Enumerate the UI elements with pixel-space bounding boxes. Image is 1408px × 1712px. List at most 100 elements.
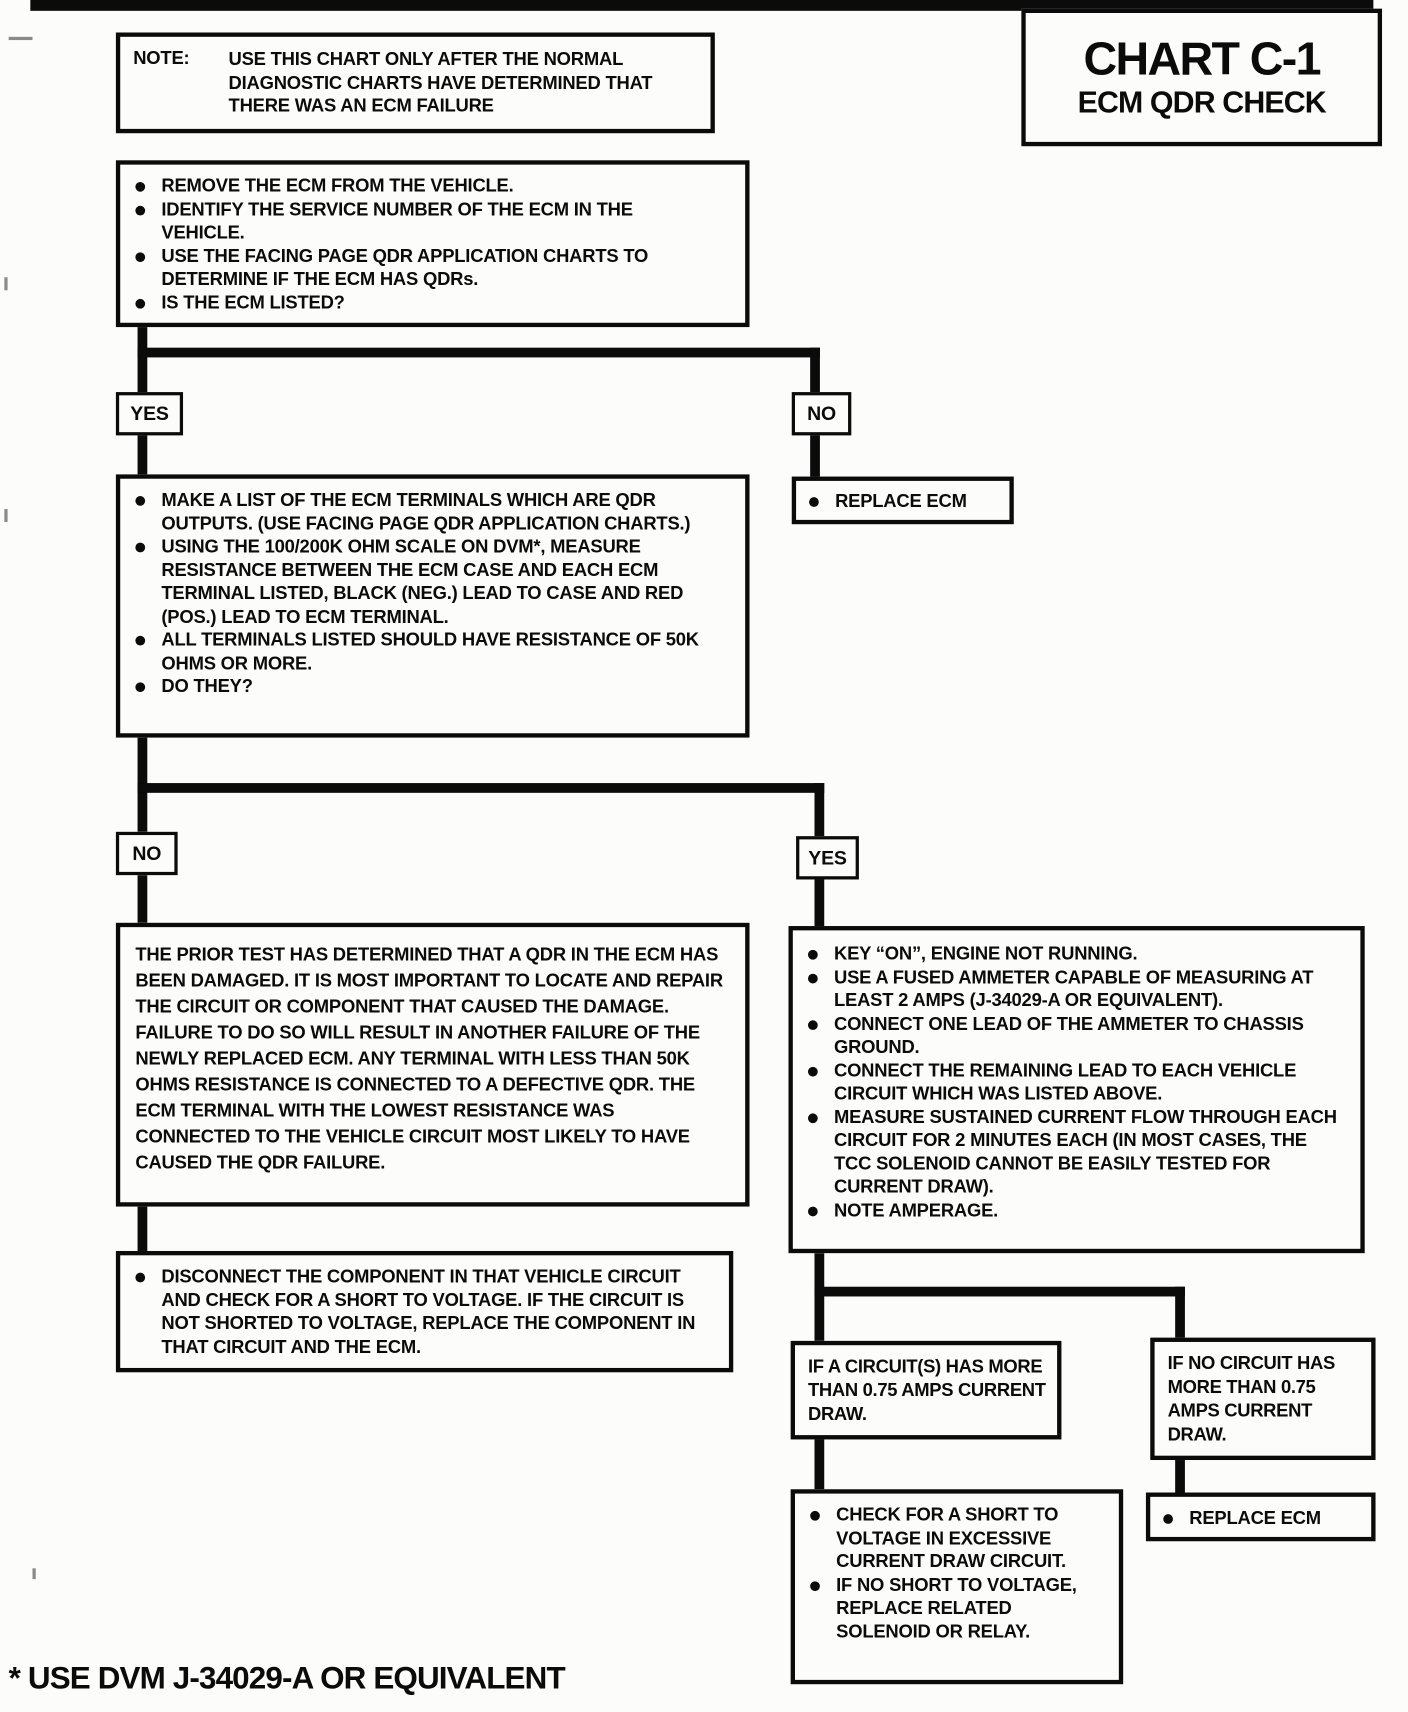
- current-draw-test-box: KEY “ON”, ENGINE NOT RUNNING. USE A FUSE…: [788, 926, 1365, 1254]
- condition-over-075-text: IF A CIRCUIT(S) HAS MORE THAN 0.75 AMPS …: [807, 1356, 1046, 1425]
- branch1-yes-label: YES: [130, 402, 169, 425]
- disconnect-component-box: DISCONNECT THE COMPONENT IN THAT VEHICLE…: [115, 1250, 734, 1373]
- bullet-icon: [135, 205, 146, 215]
- branch2-yes-label: YES: [808, 846, 847, 869]
- bullet-text: IF NO SHORT TO VOLTAGE, REPLACE RELATED …: [836, 1574, 1077, 1642]
- scan-artifact: [4, 509, 8, 523]
- connector-line: [814, 1286, 825, 1341]
- connector-line: [1175, 1456, 1185, 1493]
- bullet-icon: [135, 682, 146, 693]
- branch1-no-box: NO: [791, 392, 852, 436]
- connector-line: [814, 783, 825, 837]
- bullet-text: USING THE 100/200K OHM SCALE ON DVM*, ME…: [161, 536, 684, 627]
- branch2-no-box: NO: [115, 831, 178, 876]
- footnote: * USE DVM J-34029-A OR EQUIVALENT: [8, 1661, 566, 1697]
- bullet-item: IF NO SHORT TO VOLTAGE, REPLACE RELATED …: [810, 1573, 1088, 1643]
- connector-line: [810, 347, 820, 393]
- bullet-item: KEY “ON”, ENGINE NOT RUNNING.: [807, 942, 1347, 965]
- bullet-text: KEY “ON”, ENGINE NOT RUNNING.: [833, 943, 1138, 964]
- bullet-icon: [1163, 1514, 1173, 1524]
- connector-line: [137, 435, 148, 475]
- bullet-item: USING THE 100/200K OHM SCALE ON DVM*, ME…: [135, 535, 714, 628]
- branch2-no-label: NO: [132, 842, 162, 864]
- bullet-text: REMOVE THE ECM FROM THE VEHICLE.: [161, 175, 514, 197]
- bullet-icon: [135, 181, 146, 192]
- connector-line: [814, 879, 825, 927]
- bullet-item: IS THE ECM LISTED?: [135, 291, 714, 314]
- note-text: USE THIS CHART ONLY AFTER THE NORMAL DIA…: [228, 48, 653, 116]
- qdr-damaged-box: THE PRIOR TEST HAS DETERMINED THAT A QDR…: [115, 922, 750, 1207]
- bullet-text: MAKE A LIST OF THE ECM TERMINALS WHICH A…: [161, 489, 691, 534]
- bullet-text: REPLACE ECM: [835, 490, 967, 512]
- bullet-icon: [135, 298, 146, 309]
- bullet-text: NOTE AMPERAGE.: [833, 1199, 999, 1221]
- condition-over-075-box: IF A CIRCUIT(S) HAS MORE THAN 0.75 AMPS …: [790, 1340, 1062, 1440]
- connector-line: [814, 1286, 1185, 1297]
- bullet-text: USE THE FACING PAGE QDR APPLICATION CHAR…: [161, 245, 649, 290]
- bullet-icon: [135, 496, 146, 506]
- bullet-icon: [807, 1112, 818, 1123]
- bullet-text: CHECK FOR A SHORT TO VOLTAGE IN EXCESSIV…: [836, 1504, 1066, 1572]
- bullet-item: USE A FUSED AMMETER CAPABLE OF MEASURING…: [807, 966, 1347, 1013]
- chart-title-box: CHART C-1 ECM QDR CHECK: [1021, 8, 1383, 147]
- bullet-icon: [135, 1272, 146, 1283]
- bullet-item: MEASURE SUSTAINED CURRENT FLOW THROUGH E…: [807, 1105, 1347, 1198]
- bullet-icon: [807, 973, 818, 983]
- bullet-text: USE A FUSED AMMETER CAPABLE OF MEASURING…: [833, 966, 1314, 1011]
- bullet-item: IDENTIFY THE SERVICE NUMBER OF THE ECM I…: [135, 198, 714, 245]
- step-identify-ecm-box: REMOVE THE ECM FROM THE VEHICLE. IDENTIF…: [115, 160, 750, 328]
- scan-artifact: [4, 277, 8, 291]
- connector-line: [137, 783, 825, 793]
- bullet-item: REPLACE ECM: [1163, 1507, 1362, 1530]
- bullet-text: REPLACE ECM: [1189, 1507, 1321, 1529]
- chart-title: CHART C-1: [1083, 33, 1322, 86]
- bullet-icon: [810, 1510, 820, 1521]
- note-label: NOTE:: [133, 47, 190, 69]
- bullet-item: MAKE A LIST OF THE ECM TERMINALS WHICH A…: [135, 488, 714, 535]
- qdr-damaged-text: THE PRIOR TEST HAS DETERMINED THAT A QDR…: [135, 944, 723, 1173]
- scan-artifact: [32, 1568, 36, 1580]
- branch1-yes-box: YES: [115, 392, 184, 436]
- replace-ecm-box-top: REPLACE ECM: [791, 476, 1014, 524]
- bullet-item: ALL TERMINALS LISTED SHOULD HAVE RESISTA…: [135, 628, 714, 675]
- bullet-text: DO THEY?: [161, 675, 253, 697]
- bullet-icon: [807, 1066, 818, 1077]
- bullet-item: REPLACE ECM: [809, 490, 1001, 513]
- connector-line: [137, 875, 148, 923]
- check-short-box: CHECK FOR A SHORT TO VOLTAGE IN EXCESSIV…: [790, 1489, 1124, 1685]
- bullet-icon: [807, 1206, 818, 1216]
- bullet-icon: [135, 542, 146, 553]
- connector-line: [814, 1436, 825, 1490]
- connector-line: [810, 435, 820, 477]
- bullet-text: CONNECT ONE LEAD OF THE AMMETER TO CHASS…: [833, 1013, 1304, 1058]
- bullet-item: DISCONNECT THE COMPONENT IN THAT VEHICLE…: [135, 1265, 698, 1358]
- note-box: NOTE: USE THIS CHART ONLY AFTER THE NORM…: [115, 32, 715, 133]
- bullet-icon: [809, 497, 819, 507]
- connector-line: [137, 347, 820, 358]
- bullet-text: ALL TERMINALS LISTED SHOULD HAVE RESISTA…: [161, 629, 699, 674]
- bullet-icon: [807, 1019, 818, 1030]
- bullet-item: CONNECT ONE LEAD OF THE AMMETER TO CHASS…: [807, 1012, 1347, 1059]
- branch2-yes-box: YES: [796, 836, 859, 880]
- bullet-icon: [807, 949, 818, 960]
- bullet-item: REMOVE THE ECM FROM THE VEHICLE.: [135, 174, 714, 197]
- bullet-icon: [135, 251, 146, 262]
- connector-line: [1175, 1286, 1185, 1338]
- bullet-text: CONNECT THE REMAINING LEAD TO EACH VEHIC…: [833, 1059, 1297, 1104]
- bullet-icon: [135, 635, 146, 646]
- connector-line: [814, 1253, 825, 1297]
- condition-under-075-text: IF NO CIRCUIT HAS MORE THAN 0.75 AMPS CU…: [1167, 1352, 1336, 1445]
- bullet-text: IS THE ECM LISTED?: [161, 291, 345, 313]
- bullet-item: CONNECT THE REMAINING LEAD TO EACH VEHIC…: [807, 1059, 1347, 1106]
- replace-ecm-box-bottom: REPLACE ECM: [1145, 1492, 1376, 1541]
- scan-artifact: [8, 36, 33, 41]
- bullet-text: DISCONNECT THE COMPONENT IN THAT VEHICLE…: [161, 1266, 696, 1357]
- bullet-text: MEASURE SUSTAINED CURRENT FLOW THROUGH E…: [833, 1106, 1337, 1197]
- condition-under-075-box: IF NO CIRCUIT HAS MORE THAN 0.75 AMPS CU…: [1150, 1337, 1376, 1461]
- bullet-item: USE THE FACING PAGE QDR APPLICATION CHAR…: [135, 244, 714, 291]
- bullet-item: NOTE AMPERAGE.: [807, 1198, 1347, 1221]
- bullet-item: CHECK FOR A SHORT TO VOLTAGE IN EXCESSIV…: [810, 1503, 1088, 1573]
- step-resistance-check-box: MAKE A LIST OF THE ECM TERMINALS WHICH A…: [115, 474, 750, 738]
